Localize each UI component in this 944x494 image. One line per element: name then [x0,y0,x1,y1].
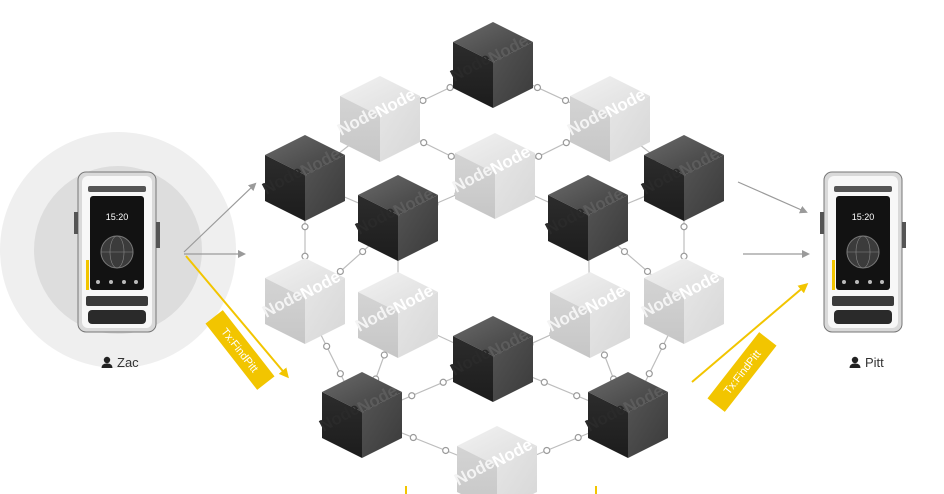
receiver-label: Pitt [849,355,884,370]
arrow-to-top-node [183,182,257,253]
user-icon [849,356,861,368]
arrow-from-right-node [737,181,808,214]
flow-arrows [183,181,810,494]
tx-arrow-incoming [691,283,809,383]
phone-clock: 15:20 [106,212,129,222]
sender-name: Zac [117,355,139,370]
receiver-phone: 15:20 [820,171,906,333]
receiver-name: Pitt [865,355,884,370]
sender-phone: 15:20 [74,171,160,333]
user-icon [101,356,113,368]
sender-label: Zac [101,355,139,370]
tx-arrow-outgoing [185,255,289,379]
phone-clock: 15:20 [852,212,875,222]
tx-tag-incoming: Tx:FindPitt [707,332,777,412]
